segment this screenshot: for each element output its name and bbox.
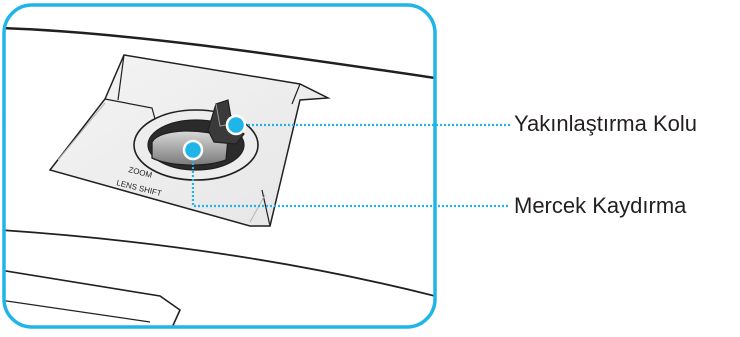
zoom-callout-dot	[225, 114, 247, 136]
housing-lower-edge	[4, 229, 435, 297]
projector-body	[4, 26, 435, 327]
housing-top-edge	[4, 26, 435, 80]
lens-shift-label: Mercek Kaydırma	[514, 193, 687, 218]
housing-foot	[4, 269, 182, 327]
recess-inner-walls	[117, 54, 301, 105]
zoom-lever-label: Yakınlaştırma Kolu	[514, 111, 698, 136]
callout-frame	[2, 3, 437, 329]
shift-callout-dot	[182, 139, 204, 161]
housing-foot-inner	[4, 299, 151, 323]
recess-shading	[57, 102, 266, 223]
